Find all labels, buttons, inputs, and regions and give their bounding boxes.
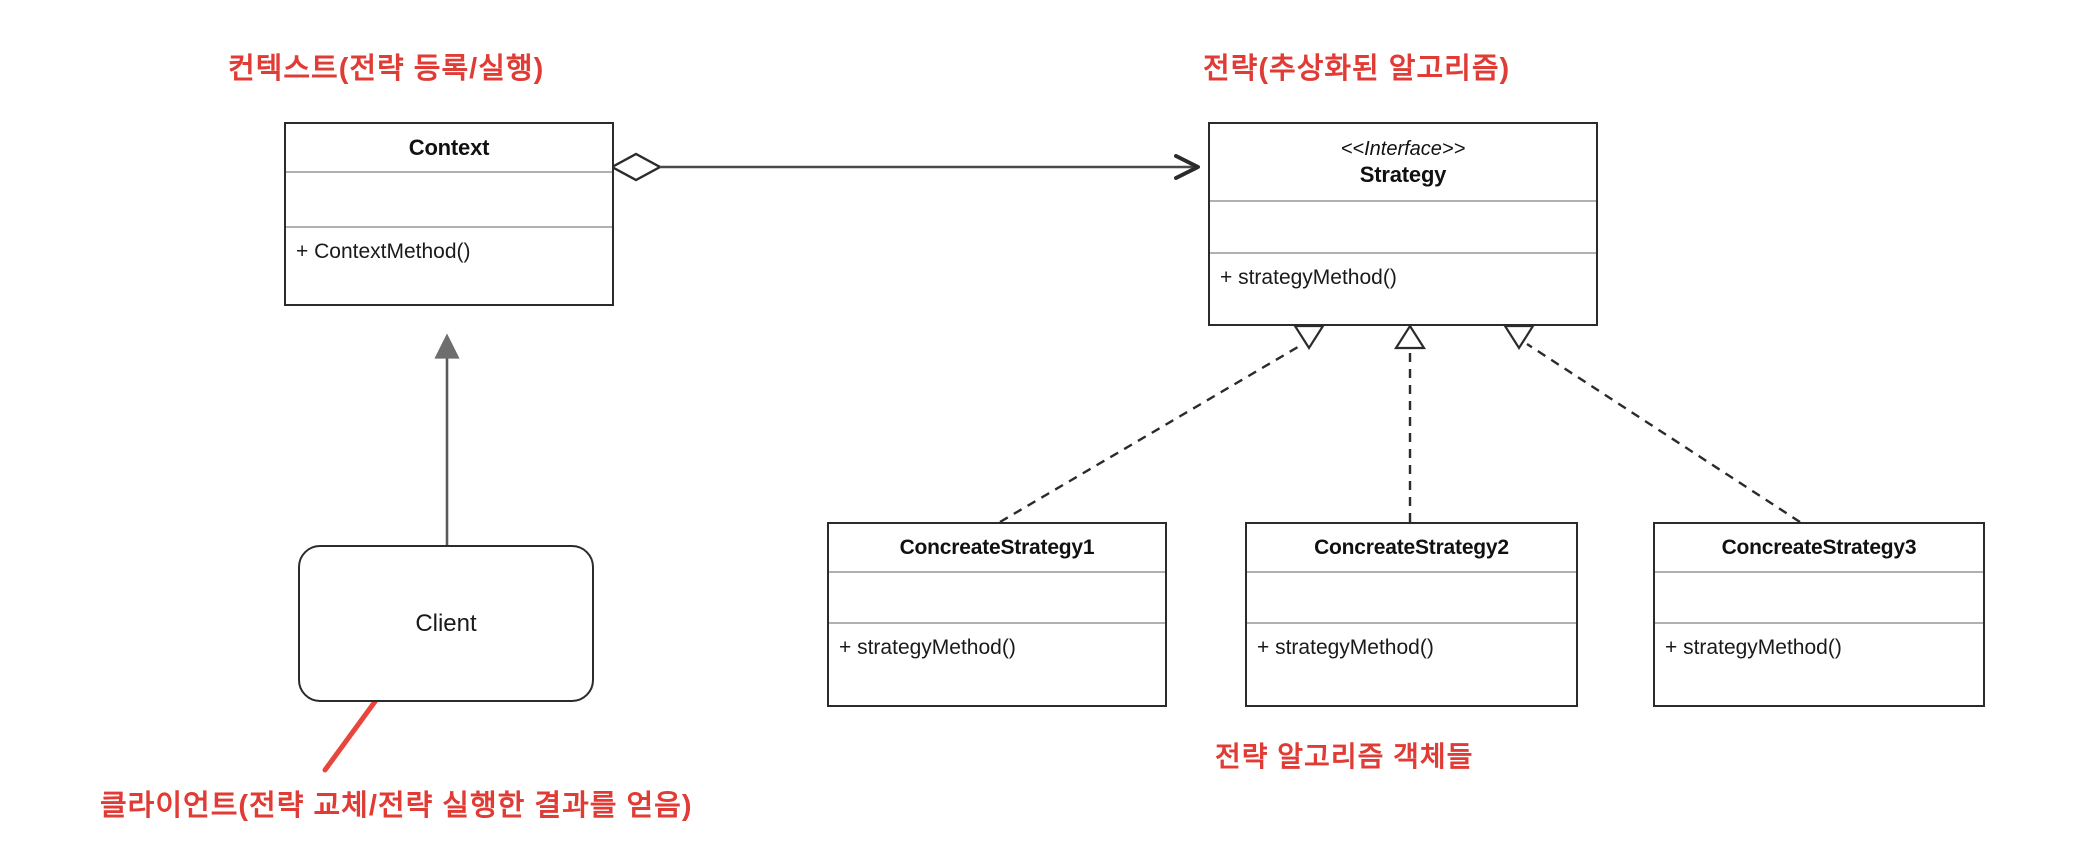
strategy-attributes-compartment xyxy=(1210,200,1596,252)
concrete2-operations-compartment: + strategyMethod() xyxy=(1247,622,1576,705)
class-box-strategy[interactable]: <<Interface>> Strategy + strategyMethod(… xyxy=(1208,122,1598,326)
annotation-client: 클라이언트(전략 교체/전략 실행한 결과를 얻음) xyxy=(100,790,693,822)
strategy-operations-compartment: + strategyMethod() xyxy=(1210,252,1596,324)
concrete3-dashed-line xyxy=(1526,342,1801,524)
context-operations-compartment: + ContextMethod() xyxy=(286,226,612,304)
context-class-name: Context xyxy=(408,134,490,160)
relationship-concrete3-strategy xyxy=(1502,324,1801,524)
concrete1-attributes-compartment xyxy=(829,571,1165,622)
relationship-concrete1-strategy xyxy=(999,324,1326,524)
strategy-class-name: Strategy xyxy=(1359,161,1447,187)
node-client[interactable]: Client xyxy=(298,545,594,702)
context-operation-0: + ContextMethod() xyxy=(296,240,471,263)
concrete1-class-name: ConcreateStrategy1 xyxy=(899,535,1095,559)
concrete2-operation-0: + strategyMethod() xyxy=(1257,636,1434,659)
client-annotation-pointer xyxy=(322,689,385,773)
strategy-stereotype: <<Interface>> xyxy=(1340,137,1466,160)
realization-triangle-3 xyxy=(1502,324,1536,351)
concrete1-operation-0: + strategyMethod() xyxy=(839,636,1016,659)
concrete1-dashed-line xyxy=(999,342,1304,524)
relationship-concrete2-strategy xyxy=(1393,323,1427,522)
realization-triangle-1 xyxy=(1292,324,1326,351)
relationship-context-strategy xyxy=(609,152,1200,182)
class-box-concrete-strategy-1[interactable]: ConcreateStrategy1 + strategyMethod() xyxy=(827,522,1167,707)
class-box-context[interactable]: Context + ContextMethod() xyxy=(284,122,614,306)
strategy-operation-0: + strategyMethod() xyxy=(1220,266,1397,289)
context-attributes-compartment xyxy=(286,171,612,226)
annotation-strategy: 전략(추상화된 알고리즘) xyxy=(1203,53,1511,85)
strategy-title-compartment: <<Interface>> Strategy xyxy=(1210,124,1596,200)
aggregation-diamond xyxy=(609,152,663,182)
concrete3-title-compartment: ConcreateStrategy3 xyxy=(1655,524,1983,571)
concrete3-class-name: ConcreateStrategy3 xyxy=(1721,535,1917,559)
concrete1-operations-compartment: + strategyMethod() xyxy=(829,622,1165,705)
realization-triangle-2 xyxy=(1393,323,1427,350)
annotation-context: 컨텍스트(전략 등록/실행) xyxy=(228,53,545,85)
context-title-compartment: Context xyxy=(286,124,612,171)
concrete2-title-compartment: ConcreateStrategy2 xyxy=(1247,524,1576,571)
concrete3-operation-0: + strategyMethod() xyxy=(1665,636,1842,659)
class-box-concrete-strategy-2[interactable]: ConcreateStrategy2 + strategyMethod() xyxy=(1245,522,1578,707)
class-box-concrete-strategy-3[interactable]: ConcreateStrategy3 + strategyMethod() xyxy=(1653,522,1985,707)
concrete2-class-name: ConcreateStrategy2 xyxy=(1314,535,1509,559)
concrete3-operations-compartment: + strategyMethod() xyxy=(1655,622,1983,705)
annotation-concrete-strategies: 전략 알고리즘 객체들 xyxy=(1215,741,1474,772)
concrete3-attributes-compartment xyxy=(1655,571,1983,622)
concrete2-attributes-compartment xyxy=(1247,571,1576,622)
concrete1-title-compartment: ConcreateStrategy1 xyxy=(829,524,1165,571)
client-label: Client xyxy=(415,609,477,637)
